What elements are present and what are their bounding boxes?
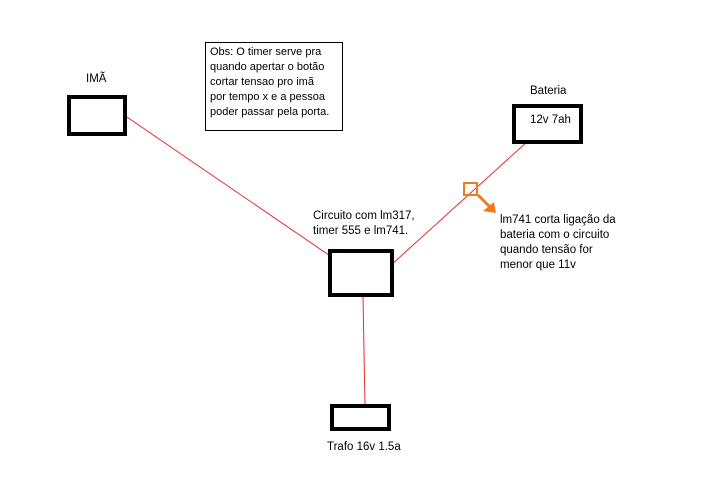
bateria-label: Bateria <box>530 85 567 97</box>
ima-label: IMÃ <box>86 73 107 85</box>
annotation-text: lm741 corta ligação da bateria com o cir… <box>500 214 616 271</box>
circuito-label: Circuito com lm317, timer 555 e lm741. <box>313 210 415 237</box>
wire-ima-circuito <box>123 114 340 263</box>
trafo-box <box>330 404 391 431</box>
cut-marker <box>463 182 496 213</box>
circuito-box <box>328 249 394 297</box>
wire-circuito-bateria <box>389 140 529 267</box>
trafo-label: Trafo 16v 1.5a <box>327 441 401 453</box>
wire-circuito-trafo <box>362 295 366 406</box>
obs-note: Obs: O timer serve pra quando apertar o … <box>205 42 343 131</box>
bateria-box <box>512 104 583 144</box>
ima-box <box>67 95 127 136</box>
bateria-value: 12v 7ah <box>530 114 571 126</box>
